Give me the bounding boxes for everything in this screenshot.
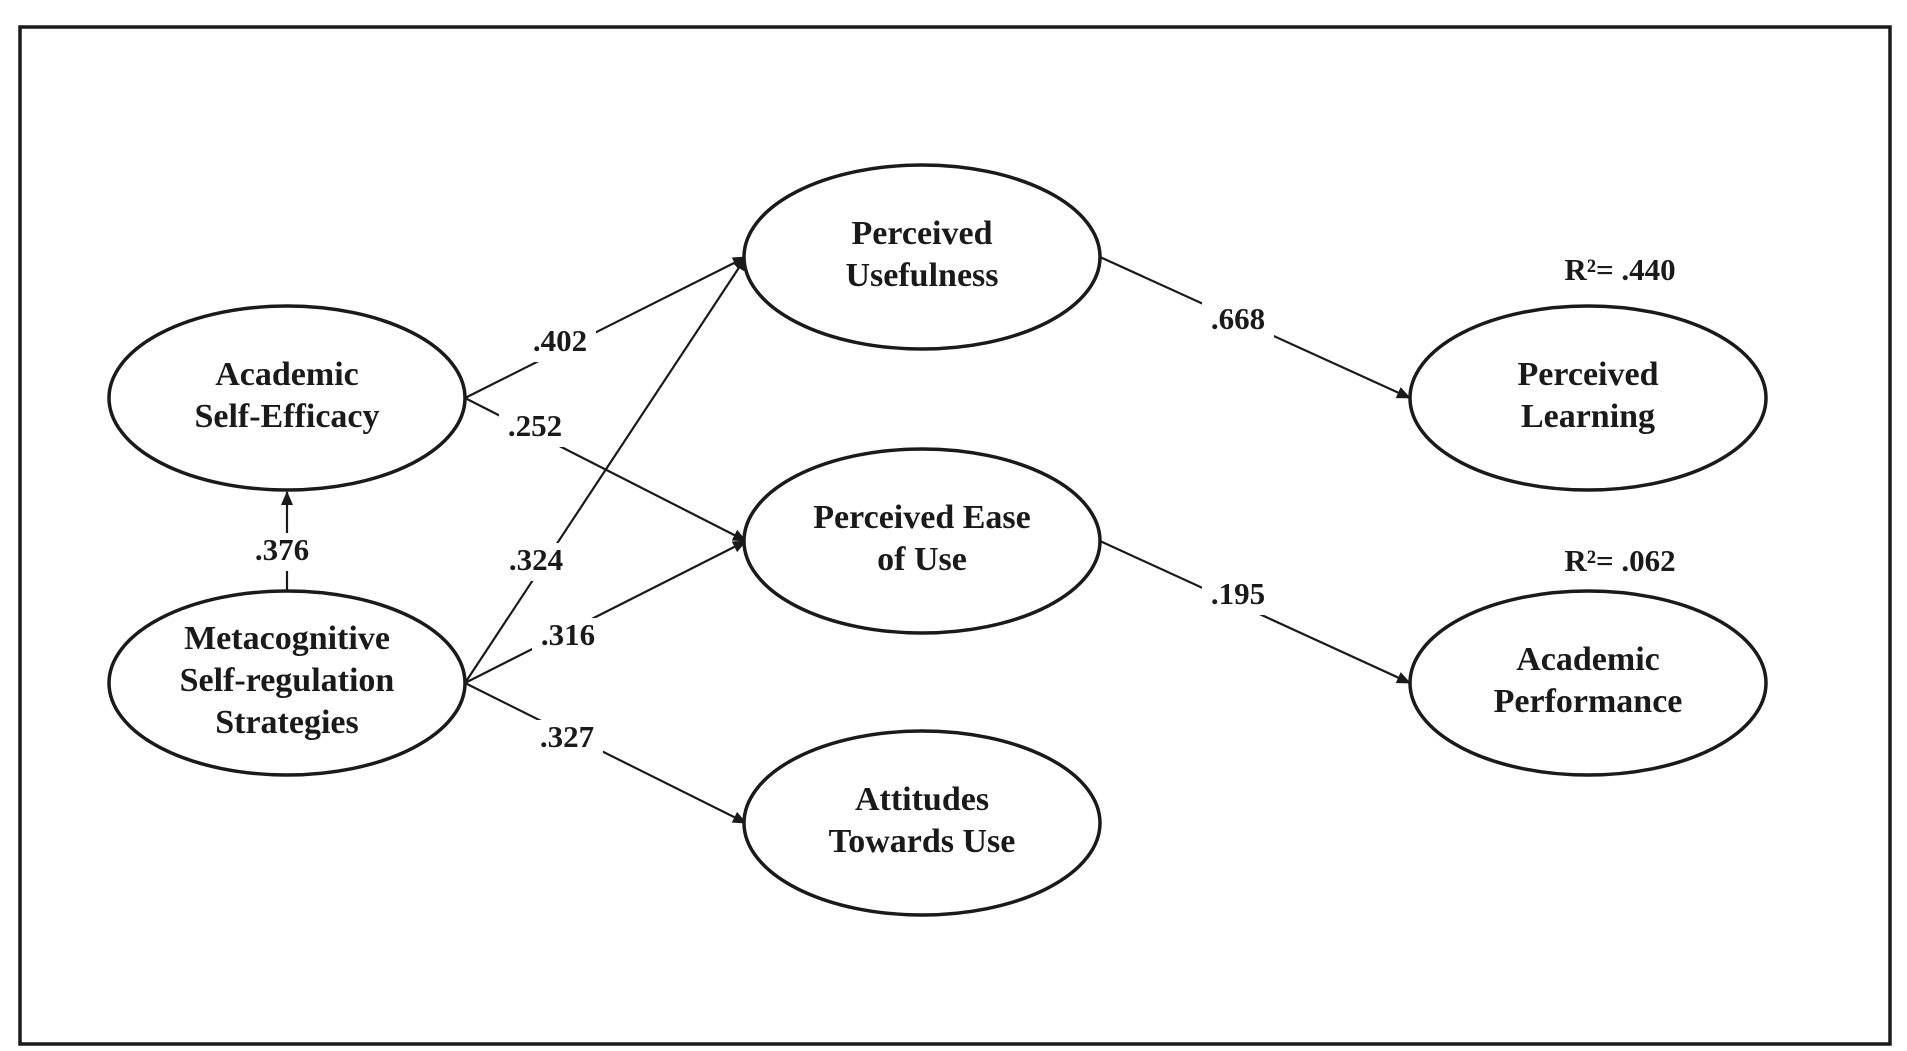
node-mss-label-line: Strategies xyxy=(215,704,359,741)
edge-mss-ase-label-group: .376 xyxy=(246,532,318,571)
node-peou-label-line: of Use xyxy=(877,541,967,578)
edge-mss-pu-arrow xyxy=(464,256,747,684)
edge-peou-ap-coefficient: .195 xyxy=(1211,576,1265,611)
edge-mss-peou-label-bg xyxy=(532,618,604,656)
node-pu-label-line: Usefulness xyxy=(845,257,998,294)
edge-ase-pu-arrow xyxy=(464,256,747,399)
node-ase-label-line: Academic xyxy=(215,356,359,393)
node-peou: Perceived Ease of Use xyxy=(742,447,1102,635)
edge-pu-pl-label-group: .668 xyxy=(1202,301,1274,340)
edge-peou-ap-label-bg xyxy=(1202,577,1274,615)
node-atu-ellipse xyxy=(742,729,1102,917)
node-pu-ellipse xyxy=(742,163,1102,351)
edge-ase-peou-label-bg xyxy=(499,409,571,447)
node-pl-label-line: Learning xyxy=(1521,398,1655,435)
edge-mss-pu-label-group: .324 xyxy=(500,542,572,581)
nodes-layer: AcademicSelf-EfficacyMetacognitiveSelf-r… xyxy=(107,163,1768,917)
node-atu-label-line: Towards Use xyxy=(829,823,1016,860)
edge-mss-atu-arrow xyxy=(464,682,747,824)
edge-mss-pu-coefficient: .324 xyxy=(509,542,563,577)
edge-mss-peou-arrow xyxy=(464,540,747,684)
node-pl-ellipse xyxy=(1408,304,1768,492)
node-ap-r-squared: R²= .062 xyxy=(1564,543,1675,578)
edge-mss-peou-coefficient: .316 xyxy=(541,617,595,652)
node-atu-label-line: Attitudes xyxy=(855,781,989,818)
node-pu-label-line: Perceived xyxy=(852,215,993,252)
edge-mss-atu-label-group: .327 xyxy=(531,719,603,758)
node-mss-label-line: Metacognitive xyxy=(184,620,390,657)
edge-mss-pu-label-bg xyxy=(500,543,572,581)
edge-ase-peou-label-group: .252 xyxy=(499,408,571,447)
node-ap-label-line: Performance xyxy=(1494,683,1683,720)
node-ap-ellipse xyxy=(1408,589,1768,777)
edge-mss-ase-label-bg xyxy=(246,533,318,571)
edge-ase-pu-label-group: .402 xyxy=(524,323,596,362)
node-peou-label-line: Perceived Ease xyxy=(813,499,1030,536)
edge-ase-pu-coefficient: .402 xyxy=(533,323,587,358)
edge-pu-pl-coefficient: .668 xyxy=(1211,301,1265,336)
node-peou-ellipse xyxy=(742,447,1102,635)
edge-mss-peou-label-group: .316 xyxy=(532,617,604,656)
node-ase-ellipse xyxy=(107,304,467,492)
node-mss-label-line: Self-regulation xyxy=(180,662,395,699)
edge-ase-pu-label-bg xyxy=(524,324,596,362)
edge-mss-atu-label-bg xyxy=(531,720,603,758)
edge-ase-peou-coefficient: .252 xyxy=(508,408,562,443)
node-pl-label-line: Perceived xyxy=(1518,356,1659,393)
node-pl-r-squared: R²= .440 xyxy=(1564,252,1675,287)
node-ase-label-line: Self-Efficacy xyxy=(194,398,379,435)
edge-mss-atu-coefficient: .327 xyxy=(540,719,594,754)
edge-labels-layer: .376 .402 .252 .324 .316 .327 .668 .195 xyxy=(246,301,1274,758)
edge-pu-pl-label-bg xyxy=(1202,302,1274,340)
node-mss-ellipse xyxy=(107,589,467,777)
edge-mss-ase-coefficient: .376 xyxy=(255,532,309,567)
node-ap-label-line: Academic xyxy=(1516,641,1660,678)
edge-peou-ap-label-group: .195 xyxy=(1202,576,1274,615)
